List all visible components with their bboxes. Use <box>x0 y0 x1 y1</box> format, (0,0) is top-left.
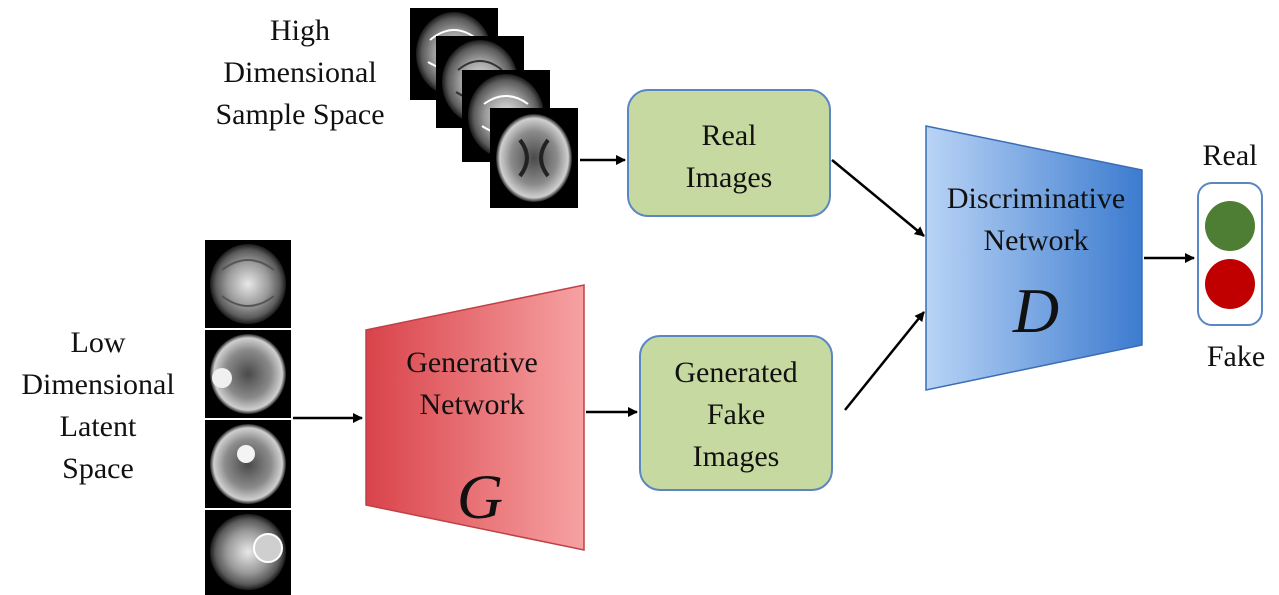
high-space-line-3: Sample Space <box>215 98 384 131</box>
latent-slice-1 <box>205 240 291 328</box>
fake-images-line-1: Generated <box>674 356 797 389</box>
output-fake-label: Fake <box>1207 340 1265 373</box>
arrow-fake-to-discriminator <box>844 311 925 411</box>
latent-slice-3 <box>205 420 291 508</box>
low-space-line-1: Low <box>71 326 126 359</box>
output-real-light <box>1205 201 1255 251</box>
generative-network-block <box>365 284 585 551</box>
generator-line-1: Generative <box>406 346 538 379</box>
real-images-line-2: Images <box>686 161 773 194</box>
discriminator-symbol: D <box>1012 275 1059 346</box>
discriminator-line-2: Network <box>984 224 1089 257</box>
high-space-line-2: Dimensional <box>223 56 376 89</box>
low-space-line-4: Space <box>62 452 134 485</box>
fake-images-box <box>639 335 833 491</box>
generator-symbol: G <box>457 461 503 532</box>
low-space-line-2: Dimensional <box>21 368 174 401</box>
real-images-box <box>627 89 831 217</box>
discriminative-network-block <box>925 125 1143 391</box>
mri-slice-4 <box>490 108 578 208</box>
fake-images-line-2: Fake <box>707 398 765 431</box>
generator-line-2: Network <box>420 388 525 421</box>
fake-images-line-3: Images <box>693 440 780 473</box>
output-real-label: Real <box>1203 139 1258 172</box>
real-images-line-1: Real <box>702 119 757 152</box>
high-space-line-1: High <box>270 14 330 47</box>
latent-mri-column <box>205 240 291 595</box>
latent-slice-2 <box>205 330 291 418</box>
low-space-line-3: Latent <box>60 410 137 443</box>
real-mri-stack <box>410 8 578 208</box>
discriminator-line-1: Discriminative <box>947 182 1125 215</box>
output-fake-light <box>1205 259 1255 309</box>
arrow-real-to-discriminator <box>831 159 925 237</box>
latent-slice-4 <box>205 510 291 595</box>
